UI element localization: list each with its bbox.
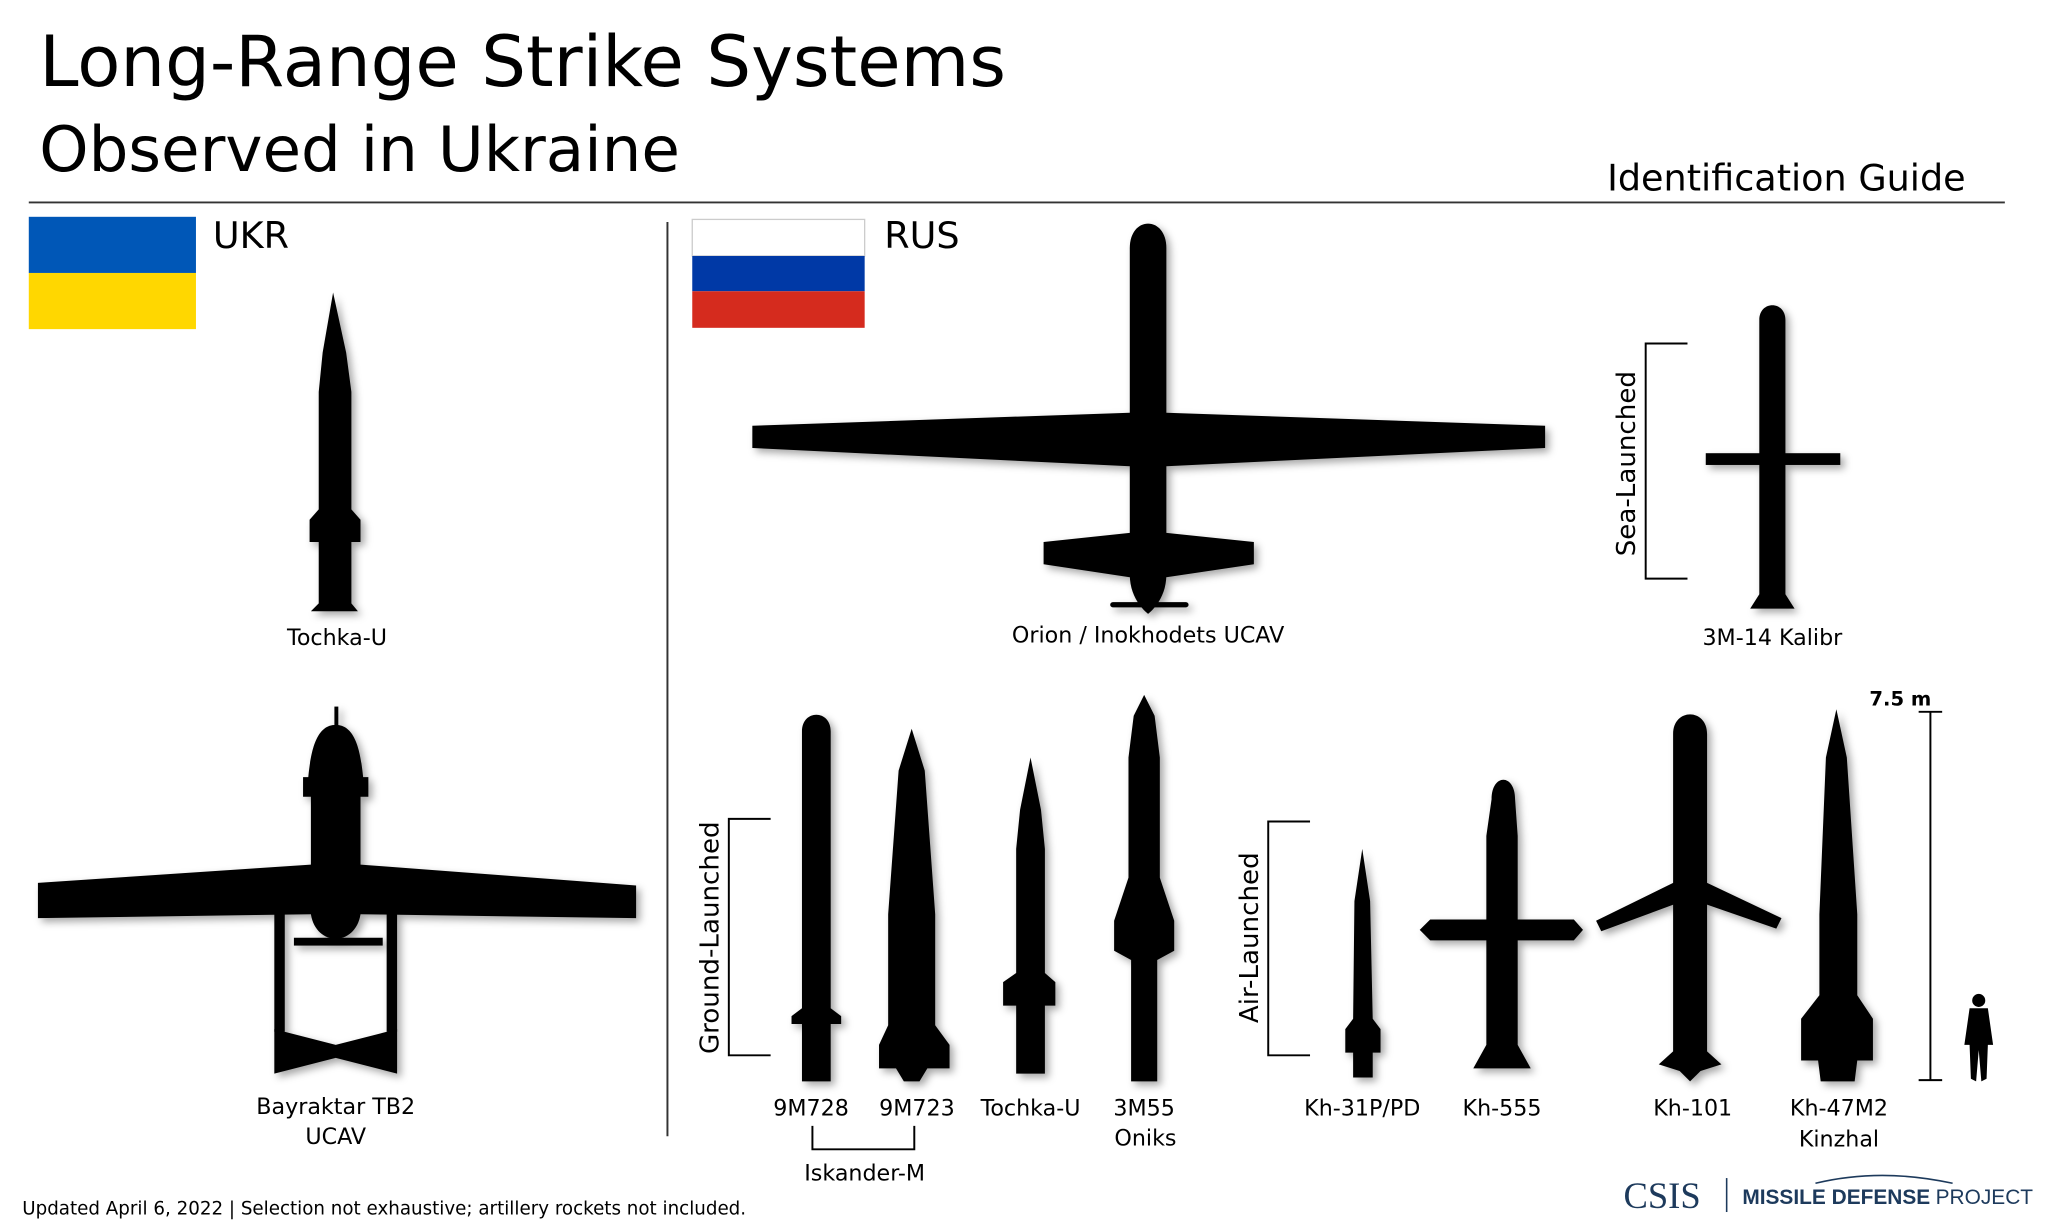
csis-logo: CSIS MISSILE DEFENSE PROJECT <box>1623 1174 2034 1216</box>
svg-text:PROJECT: PROJECT <box>1936 1186 2034 1209</box>
label-kh-555: Kh-555 <box>1463 1095 1542 1121</box>
label-orion: Orion / Inokhodets UCAV <box>1012 623 1284 649</box>
label-kinzhal: Kinzhal <box>1799 1127 1879 1153</box>
ground-bracket <box>727 817 771 1057</box>
russia-flag <box>691 218 866 328</box>
orion-ucav-silhouette <box>752 223 1546 614</box>
9m728-silhouette <box>791 714 842 1082</box>
person-silhouette <box>1964 993 1994 1082</box>
3m55-silhouette <box>1114 694 1175 1082</box>
air-bracket <box>1267 820 1311 1057</box>
sea-launched-label: Sea-Launched <box>1612 371 1642 556</box>
label-kh-47m2: Kh-47M2 <box>1790 1095 1888 1121</box>
label-iskander-m: Iskander-M <box>804 1161 925 1187</box>
9m723-silhouette <box>879 728 950 1082</box>
sea-bracket <box>1644 342 1688 580</box>
ukr-label: UKR <box>213 214 289 257</box>
label-oniks: Oniks <box>1114 1125 1176 1151</box>
guide-label: Identification Guide <box>1607 157 1966 200</box>
scale-bar <box>1918 710 1943 1082</box>
kh-555-silhouette <box>1419 779 1583 1069</box>
bayraktar-tb2-silhouette <box>37 706 637 1074</box>
ground-launched-label: Ground-Launched <box>695 821 725 1054</box>
footer-note: Updated April 6, 2022 | Selection not ex… <box>22 1199 746 1220</box>
air-launched-label: Air-Launched <box>1235 852 1265 1023</box>
kh-31-silhouette <box>1345 848 1381 1078</box>
label-9m723: 9M723 <box>879 1095 955 1121</box>
label-kh-31: Kh-31P/PD <box>1304 1095 1420 1121</box>
label-9m728: 9M728 <box>773 1095 849 1121</box>
label-tochka-u-rus: Tochka-U <box>980 1095 1081 1121</box>
label-kh-101: Kh-101 <box>1653 1095 1732 1121</box>
svg-text:MISSILE DEFENSE: MISSILE DEFENSE <box>1742 1186 1930 1209</box>
page-subtitle: Observed in Ukraine <box>39 113 680 186</box>
tochka-u-rus-silhouette <box>1003 757 1056 1074</box>
label-kalibr: 3M-14 Kalibr <box>1702 625 1843 651</box>
kh-101-silhouette <box>1596 714 1782 1082</box>
label-tochka-u-ukr: Tochka-U <box>286 625 387 651</box>
label-bayraktar-ucav: UCAV <box>305 1124 366 1150</box>
label-bayraktar: Bayraktar TB2 <box>256 1094 415 1120</box>
svg-text:CSIS: CSIS <box>1623 1175 1700 1216</box>
label-3m55: 3M55 <box>1113 1095 1175 1121</box>
page-title: Long-Range Strike Systems <box>39 21 1006 103</box>
iskander-bracket <box>811 1125 916 1151</box>
kh-47m2-kinzhal-silhouette <box>1801 709 1873 1082</box>
kalibr-silhouette <box>1705 305 1841 609</box>
scale-label: 7.5 m <box>1869 687 1931 710</box>
ukraine-flag <box>28 216 196 330</box>
rus-label: RUS <box>884 214 959 257</box>
tochka-u-ukr-silhouette <box>309 292 361 612</box>
